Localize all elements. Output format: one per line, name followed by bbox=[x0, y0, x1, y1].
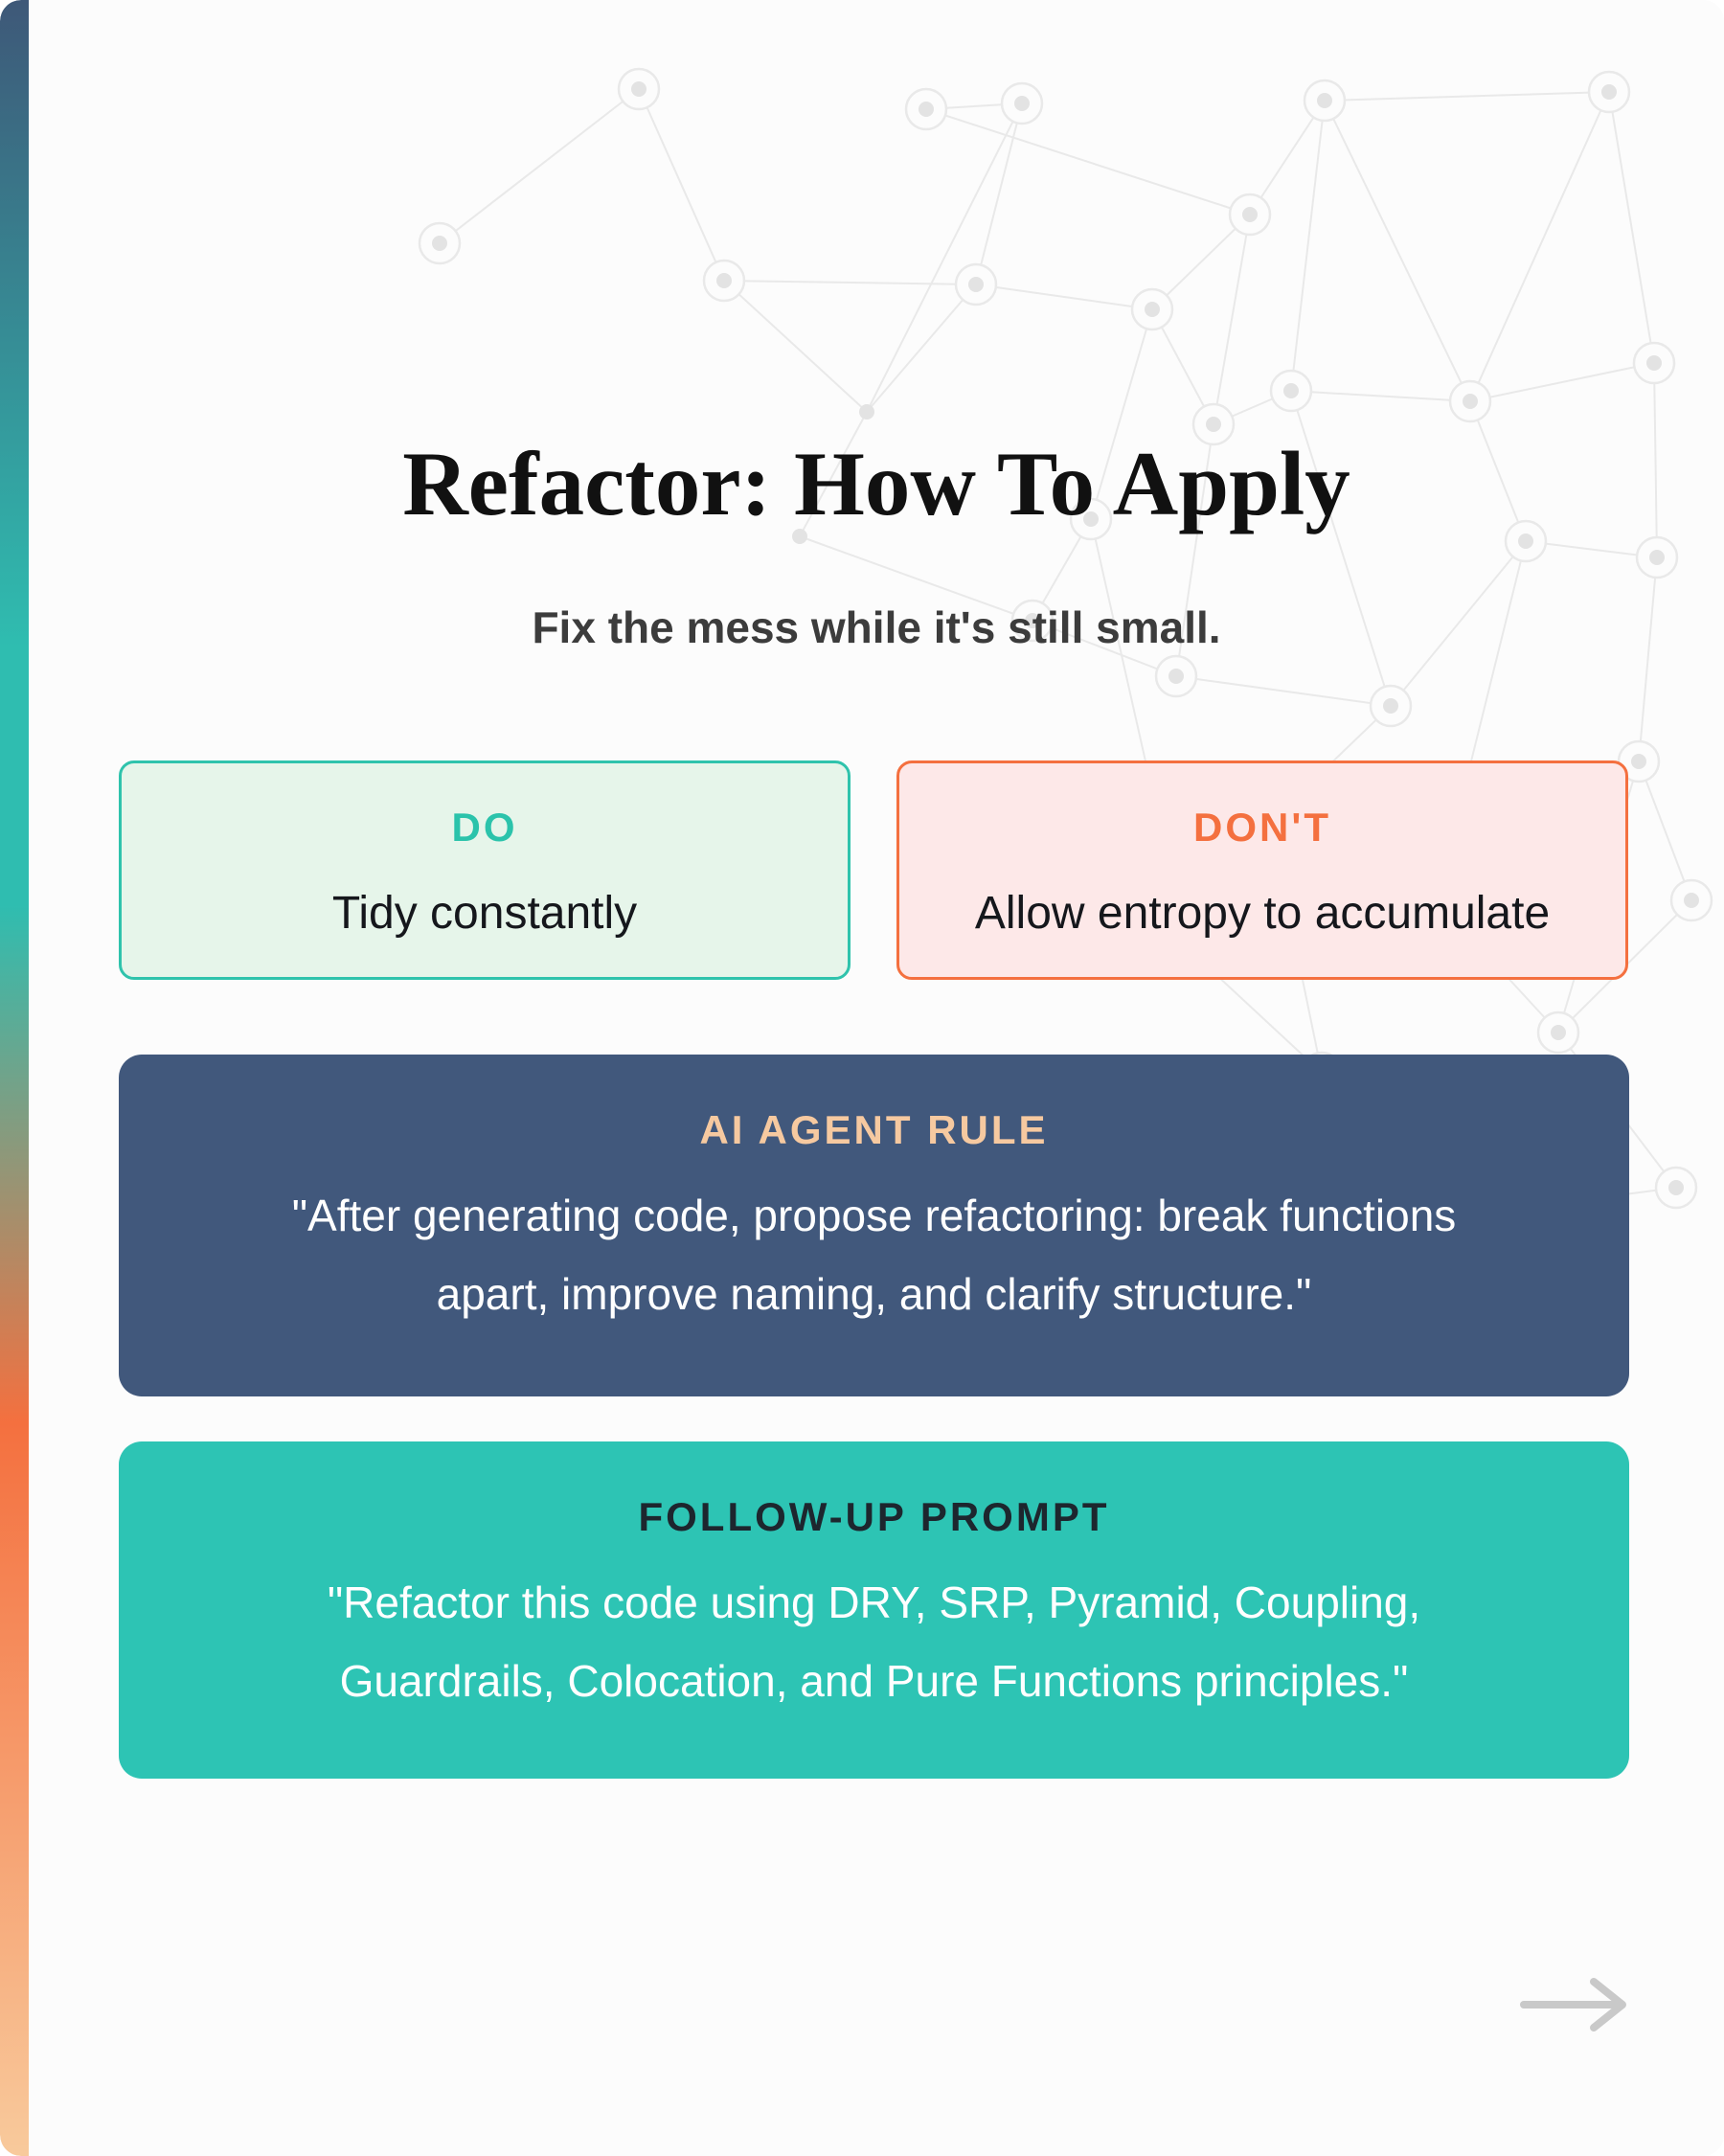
follow-up-prompt-line-2: Guardrails, Colocation, and Pure Functio… bbox=[339, 1656, 1409, 1707]
follow-up-prompt-text: "Refactor this code using DRY, SRP, Pyra… bbox=[119, 1564, 1629, 1721]
arrow-right-icon[interactable] bbox=[1519, 1975, 1645, 2034]
slide-content: Refactor: How To Apply Fix the mess whil… bbox=[29, 0, 1724, 2156]
do-card-label: DO bbox=[451, 805, 518, 850]
page-title: Refactor: How To Apply bbox=[402, 433, 1350, 534]
follow-up-prompt-line-1: "Refactor this code using DRY, SRP, Pyra… bbox=[327, 1577, 1421, 1628]
ai-agent-rule-text: "After generating code, propose refactor… bbox=[119, 1177, 1629, 1334]
dont-card-text: Allow entropy to accumulate bbox=[974, 888, 1551, 940]
ai-agent-rule-card: AI AGENT RULE "After generating code, pr… bbox=[119, 1055, 1629, 1396]
page-subtitle: Fix the mess while it's still small. bbox=[532, 602, 1221, 652]
do-card-text: Tidy constantly bbox=[331, 888, 638, 940]
follow-up-prompt-card: FOLLOW-UP PROMPT "Refactor this code usi… bbox=[119, 1441, 1629, 1779]
gradient-accent-stripe bbox=[0, 0, 29, 2156]
ai-agent-rule-line-1: "After generating code, propose refactor… bbox=[291, 1191, 1457, 1241]
dont-card-label: DON'T bbox=[1193, 805, 1331, 850]
ai-agent-rule-label: AI AGENT RULE bbox=[699, 1107, 1049, 1152]
ai-agent-rule-line-2: apart, improve naming, and clarify struc… bbox=[436, 1269, 1312, 1320]
follow-up-prompt-label: FOLLOW-UP PROMPT bbox=[638, 1494, 1110, 1539]
dont-card: DON'T Allow entropy to accumulate bbox=[896, 760, 1628, 980]
do-card: DO Tidy constantly bbox=[119, 760, 851, 980]
